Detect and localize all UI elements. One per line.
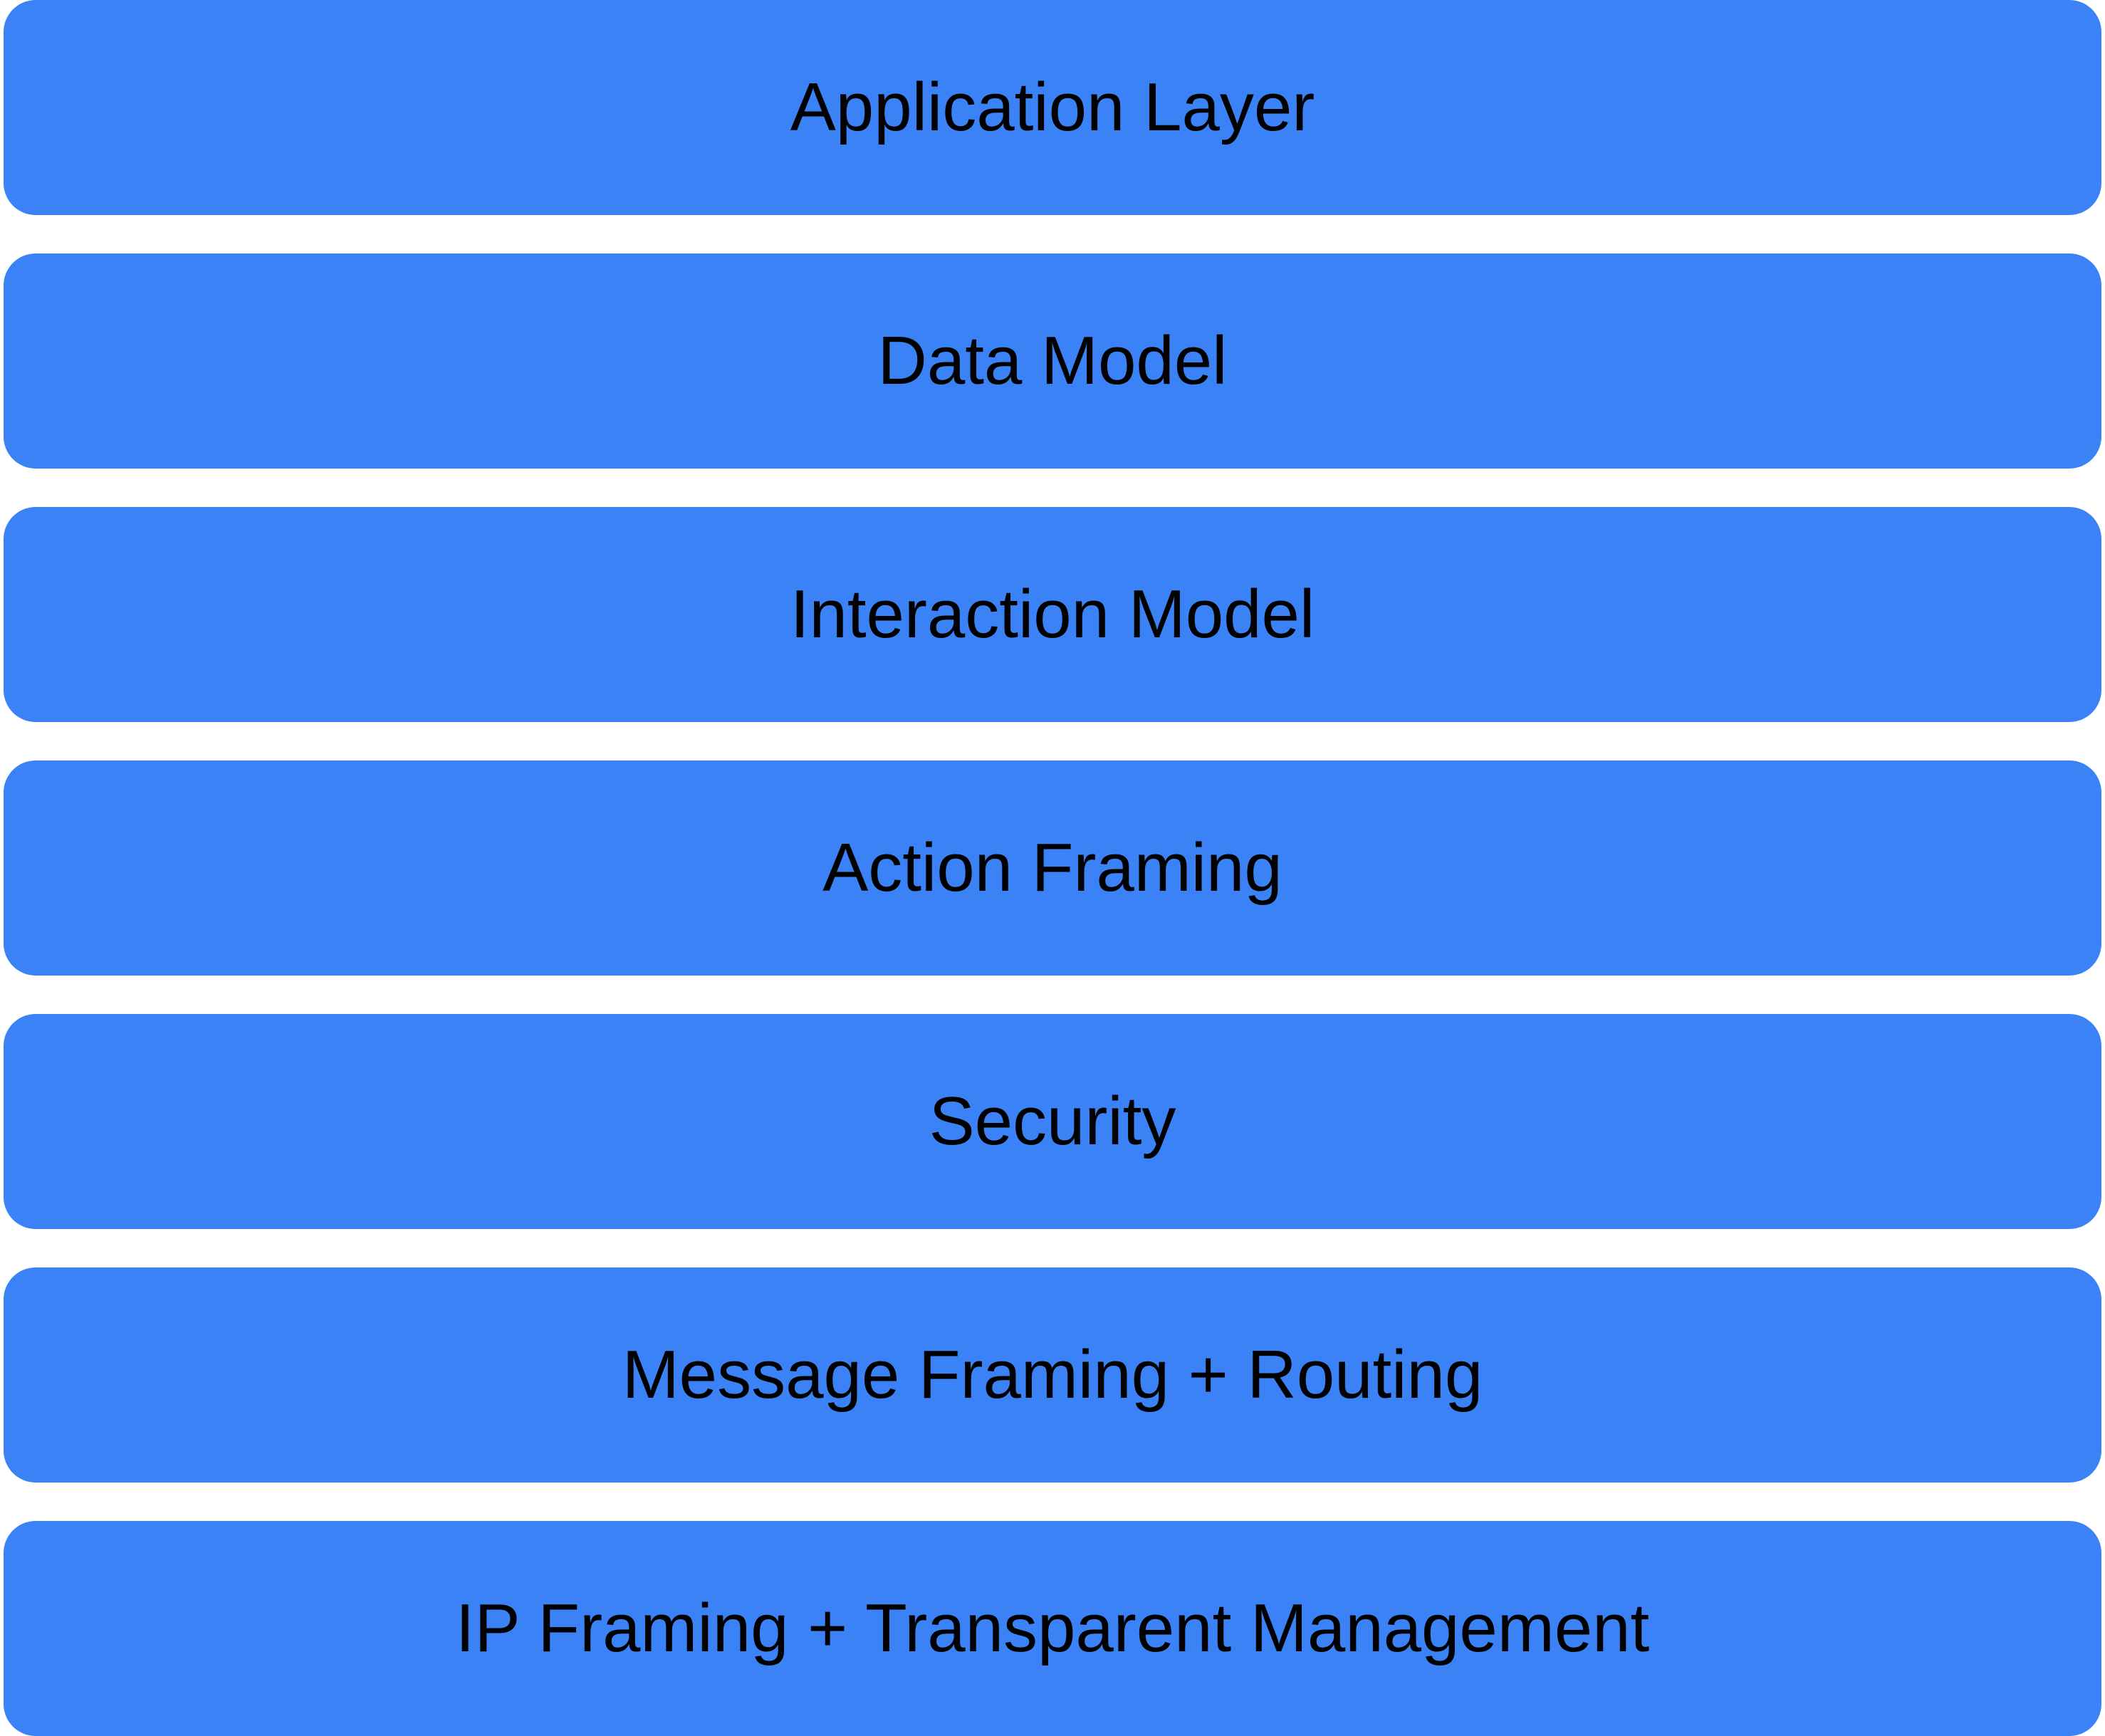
layer-label-interaction-model: Interaction Model [790, 576, 1315, 652]
layer-block-interaction-model: Interaction Model [4, 507, 2101, 722]
layer-label-ip-framing-transparent-management: IP Framing + Transparent Management [455, 1590, 1650, 1666]
layer-block-action-framing: Action Framing [4, 760, 2101, 976]
layer-block-security: Security [4, 1014, 2101, 1229]
layer-label-application-layer: Application Layer [790, 69, 1315, 145]
layer-block-application-layer: Application Layer [4, 0, 2101, 215]
layer-label-message-framing-routing: Message Framing + Routing [622, 1337, 1483, 1413]
layer-block-ip-framing-transparent-management: IP Framing + Transparent Management [4, 1521, 2101, 1736]
layer-label-data-model: Data Model [877, 323, 1228, 399]
layer-label-action-framing: Action Framing [822, 830, 1283, 906]
layer-block-message-framing-routing: Message Framing + Routing [4, 1267, 2101, 1483]
layer-block-data-model: Data Model [4, 253, 2101, 469]
layer-label-security: Security [929, 1083, 1176, 1159]
